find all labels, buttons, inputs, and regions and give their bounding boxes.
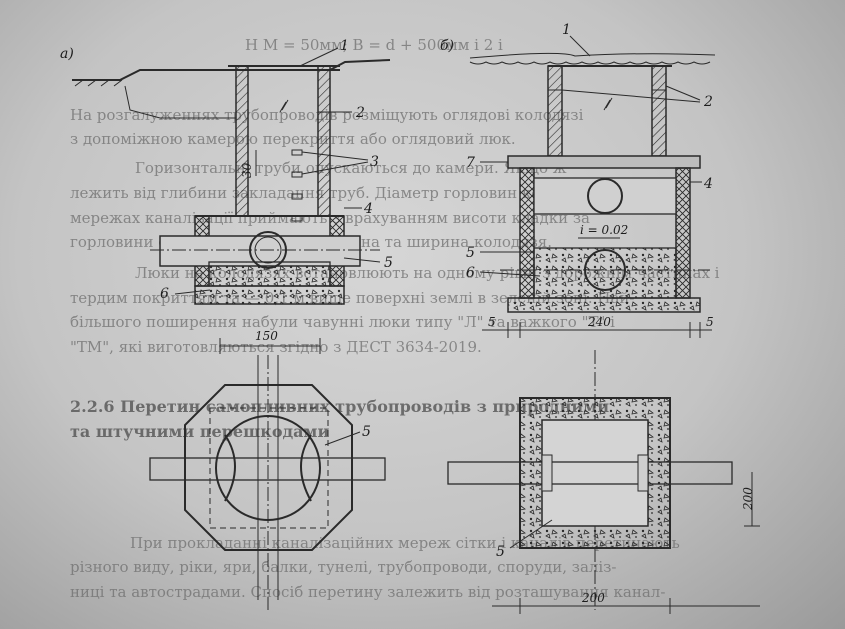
cover-slab-7 xyxy=(507,155,701,169)
label-a-2: 2 xyxy=(355,105,365,121)
label-b-6: 6 xyxy=(466,265,475,281)
chamber-wall-b-right xyxy=(675,167,691,299)
plan-tray xyxy=(224,434,312,502)
neck-wall-right xyxy=(317,65,331,217)
neck-ring-left xyxy=(547,65,563,157)
label-b-5: 5 xyxy=(466,245,475,261)
pipe-a xyxy=(159,235,361,267)
excavation-line xyxy=(124,85,236,119)
dim-200-side: 200 xyxy=(741,487,755,511)
ground-line-left xyxy=(72,69,228,81)
bg-line-3: з допоміжною камерою перекриття або огля… xyxy=(70,130,516,148)
bg-line-13: різного виду, ріки, яри, балки, тунелі, … xyxy=(70,558,616,576)
label-a-5: 5 xyxy=(384,255,393,271)
label-a-1: 1 xyxy=(340,38,349,54)
label-b-4: 4 xyxy=(703,176,713,192)
label-b-7: 7 xyxy=(466,155,475,171)
dim-30-label: 30 xyxy=(240,162,254,178)
upper-pipe xyxy=(533,177,677,215)
bg-line-14: ниці та автострадами. Спосіб перетину за… xyxy=(70,583,665,601)
dim-240: 240 xyxy=(587,315,611,329)
label-b-2: 2 xyxy=(703,94,713,110)
panel-a-plan: 5 xyxy=(149,355,386,610)
bg-line-1: Н М = 50мм; В = d + 500мм і 2 i xyxy=(245,36,503,54)
wall-break-a xyxy=(279,99,289,113)
label-a-6: 6 xyxy=(160,286,169,302)
dim-5-right: 5 xyxy=(706,315,714,329)
plan-pipe-b xyxy=(447,461,733,485)
octagon-plan xyxy=(184,384,353,551)
label-a-4: 4 xyxy=(363,201,373,217)
wall-break-b xyxy=(603,97,613,111)
plan-pipe xyxy=(149,457,386,481)
bg-heading: 2.2.6 Перетин самопливних трубопроводів … xyxy=(70,397,609,416)
label-b-5-lower: 5 xyxy=(496,544,505,560)
label-b-1: 1 xyxy=(562,22,571,38)
bg-heading-2: та штучними перешкодами xyxy=(70,422,329,441)
neck-ring-right xyxy=(651,65,667,157)
dim-200-bottom: 200 xyxy=(581,591,605,605)
panel-b-label: б) xyxy=(440,38,454,54)
dim-5-left: 5 xyxy=(488,315,496,329)
bg-line-11: "ТМ", які виготовляються згідно з ДЕСТ 3… xyxy=(70,338,482,356)
slope-label: i = 0.02 xyxy=(580,223,628,237)
road-line xyxy=(469,52,716,59)
label-a-plan-5: 5 xyxy=(362,424,371,440)
neck-wall-left xyxy=(235,65,249,217)
panel-a-label: а) xyxy=(60,46,74,62)
base-slab-b xyxy=(507,297,701,313)
base-slab-a xyxy=(194,285,345,305)
label-a-3: 3 xyxy=(370,154,379,170)
ground-line-right xyxy=(329,59,391,71)
ground-hatch xyxy=(74,79,123,87)
panel-b-plan: 200 200 5 xyxy=(447,350,760,614)
bg-line-10: більшого поширення набули чавунні люки т… xyxy=(70,313,615,331)
square-plan-inner xyxy=(541,419,649,527)
tray-6 xyxy=(208,261,331,287)
bg-line-5: лежить від глибини закладання труб. Діам… xyxy=(70,184,623,202)
panel-b-section: б) i = 0.02 5 240 5 xyxy=(440,22,716,338)
chamber-wall-b-left xyxy=(519,167,535,299)
panel-a-section: а) 30 xyxy=(60,38,393,354)
dim-150-label: 150 xyxy=(255,329,278,343)
